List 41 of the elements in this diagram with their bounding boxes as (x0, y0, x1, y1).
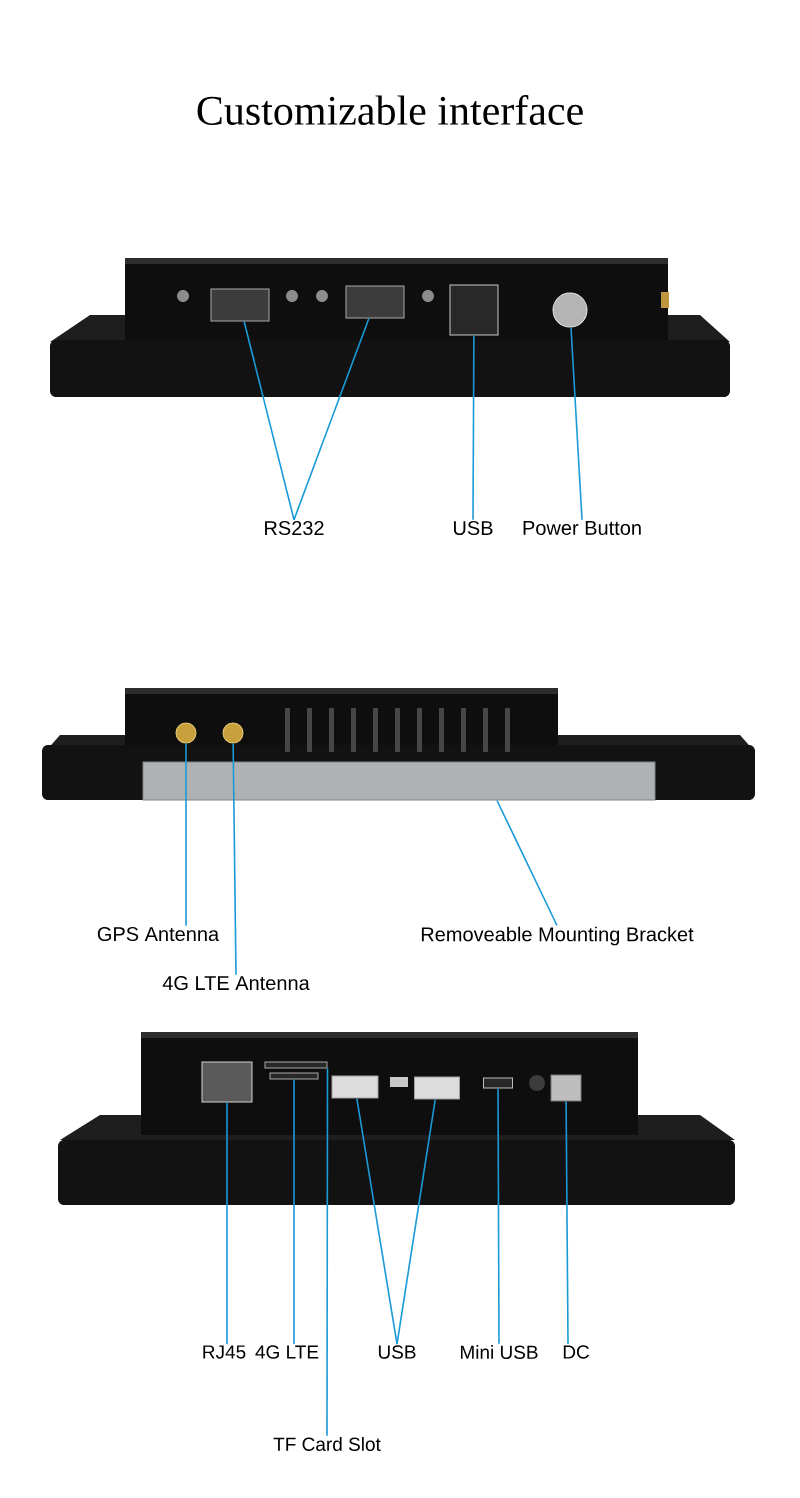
sim-slot (269, 1072, 319, 1080)
leader-line (497, 1087, 500, 1345)
card-slot (264, 1061, 328, 1069)
leader-line (565, 1100, 569, 1345)
leader-line (496, 799, 558, 927)
leader-line (472, 334, 475, 521)
leader-line (570, 326, 583, 521)
callout-label: USB (454, 520, 493, 536)
usb-port (331, 1075, 379, 1099)
leader-line (185, 742, 187, 927)
power-button (552, 292, 588, 328)
callout-label: Mini USB (460, 1345, 538, 1359)
callout-label: TF Card Slot (273, 1437, 381, 1451)
antenna-connector (222, 722, 244, 744)
mini-usb-port (483, 1077, 513, 1089)
leader-line (243, 320, 295, 521)
usb-port (449, 284, 499, 336)
callout-label: Power Button (523, 521, 641, 535)
callout-label: USB (378, 1345, 416, 1359)
callout-label: DC (563, 1345, 589, 1359)
leader-line (293, 317, 370, 521)
callout-label: RJ45 (203, 1345, 246, 1359)
callout-label: 4G LTE (255, 1345, 319, 1359)
leader-line (226, 1101, 228, 1345)
usb-port (414, 1076, 460, 1100)
serial-port (210, 288, 270, 322)
leader-line (326, 1067, 329, 1437)
callout-label: RS232 (265, 520, 324, 536)
leader-line (356, 1097, 398, 1345)
dc-jack (550, 1074, 582, 1102)
ethernet-port (201, 1061, 253, 1103)
callout-label: GPS Antenna (97, 926, 220, 942)
antenna-connector (175, 722, 197, 744)
callout-label: Removeable Mounting Bracket (421, 926, 694, 946)
serial-port (345, 285, 405, 319)
leader-line (293, 1078, 295, 1345)
mounting-bracket (142, 761, 656, 801)
leader-line (232, 742, 237, 976)
title: Customizable interface (197, 95, 583, 125)
leader-line (396, 1098, 437, 1345)
callout-label: 4G LTE Antenna (162, 975, 310, 991)
